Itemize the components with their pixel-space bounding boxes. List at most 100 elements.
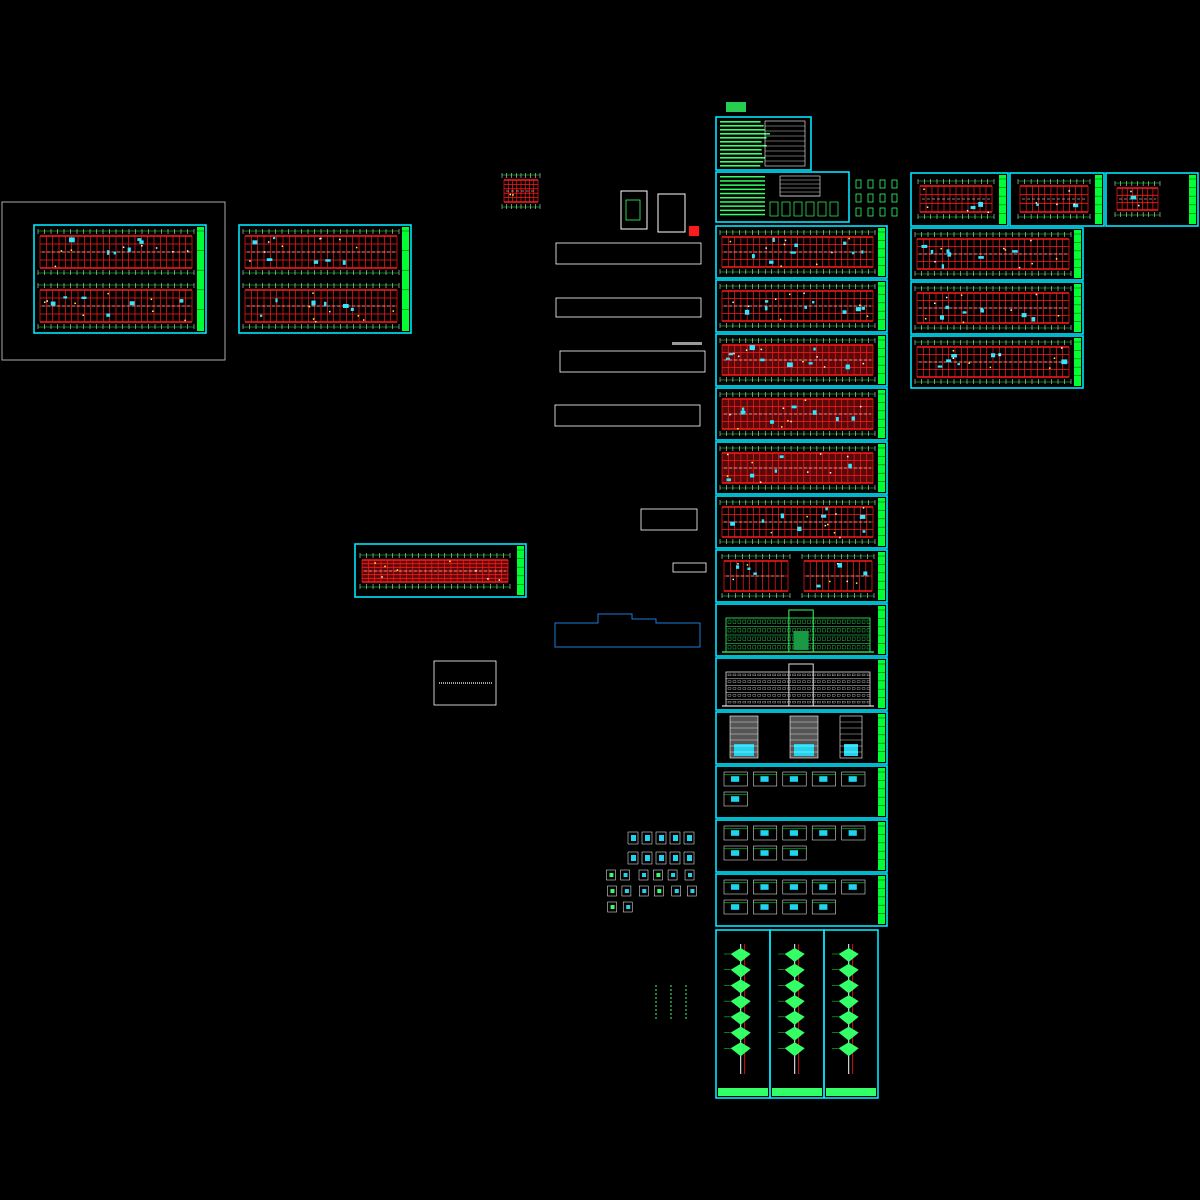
right-small-sheet-1 (910, 172, 1009, 227)
sheet-general-notes (715, 116, 812, 171)
overview-sheet-1 (33, 224, 207, 334)
foundation-sheet-border (354, 543, 527, 598)
elevation-sheet-1-title-block (878, 606, 885, 654)
main-plan-sheet-5-border (715, 441, 888, 495)
right-floor-plan-2 (914, 286, 1072, 330)
empty-viewport-6 (672, 562, 707, 573)
main-plan-sheet-roof-border (715, 549, 888, 603)
main-plan-sheet-3-border (715, 333, 888, 387)
overview-plan-2a (242, 229, 400, 275)
detail-block-cluster (606, 831, 697, 1020)
sheet-general-notes-border (715, 116, 812, 171)
tiny-sheet-2 (657, 193, 686, 233)
right-floor-plan-3 (914, 340, 1072, 384)
main-plan-sheet-4 (715, 387, 888, 441)
schedule-table (720, 175, 839, 217)
empty-viewport-5 (640, 508, 698, 531)
sheet-content-layer (37, 102, 1161, 1074)
scale-bar (672, 342, 702, 345)
roof-plan-right (801, 554, 875, 598)
main-floor-plan-4 (719, 392, 876, 436)
overview-plan-2b (242, 283, 400, 329)
wall-details-2 (723, 879, 866, 915)
main-plan-sheet-5 (715, 441, 888, 495)
tiny-sheet-1 (620, 190, 648, 230)
main-floor-plan-6 (719, 500, 876, 544)
rear-elevation (722, 663, 874, 707)
overview-outer-frame (1, 201, 226, 361)
right-plan-sheet-3-border (910, 335, 1084, 389)
sheet-schedule (715, 171, 850, 223)
right-plan-sheet-3 (910, 335, 1084, 389)
right-plan-sheet-2-title-block (1074, 284, 1081, 332)
main-plan-sheet-2 (715, 279, 888, 333)
tiny-red-block (689, 226, 699, 236)
stair-sheet-3 (823, 929, 879, 1099)
section-sheet (715, 765, 888, 819)
sheet-schedule-border (715, 171, 850, 223)
elevation-sheet-1 (715, 603, 888, 657)
detail-sheet-2-border (715, 873, 888, 927)
elevation-sheet-3-border (715, 711, 888, 765)
stair-section-1 (724, 944, 751, 1074)
main-plan-sheet-3-title-block (878, 336, 885, 384)
right-small-sheet-3-border (1105, 172, 1199, 227)
empty-viewport-2 (555, 297, 702, 318)
empty-viewport-1 (555, 242, 702, 265)
main-plan-sheet-1 (715, 225, 888, 279)
section-sheet-title-block (878, 768, 885, 816)
right-small-sheet-3 (1105, 172, 1199, 227)
main-plan-sheet-6-border (715, 495, 888, 549)
right-small-plan-2 (1017, 179, 1091, 219)
main-plan-sheet-2-title-block (878, 282, 885, 330)
empty-viewport-3 (559, 350, 706, 373)
side-elevations (729, 715, 863, 759)
main-plan-sheet-roof-title-block (878, 552, 885, 600)
main-plan-sheet-roof (715, 549, 888, 603)
general-notes-text (720, 102, 806, 167)
right-plan-sheet-1-title-block (1074, 230, 1081, 278)
right-small-plan-1 (917, 179, 995, 219)
detail-sheet-1-title-block (878, 822, 885, 870)
main-plan-sheet-1-border (715, 225, 888, 279)
main-plan-sheet-4-title-block (878, 390, 885, 438)
stair-title-block-1 (718, 1088, 768, 1096)
foundation-sheet (354, 543, 527, 598)
overview-sheet-1-border (33, 224, 207, 334)
stair-title-block-2 (772, 1088, 822, 1096)
main-floor-plan-3 (719, 338, 876, 382)
overview-plan-1b (37, 283, 195, 329)
right-small-plan-3 (1114, 181, 1161, 217)
elevation-sheet-1-border (715, 603, 888, 657)
overview-sheet-2-title-block (402, 227, 409, 331)
main-plan-sheet-2-border (715, 279, 888, 333)
right-plan-sheet-2 (910, 281, 1084, 335)
right-plan-sheet-2-border (910, 281, 1084, 335)
right-small-sheet-2-border (1009, 172, 1105, 227)
main-plan-sheet-6 (715, 495, 888, 549)
small-grid-plan (501, 173, 541, 209)
loose-blocks-layer (433, 179, 898, 1020)
main-plan-sheet-3 (715, 333, 888, 387)
right-small-sheet-2-title-block (1095, 175, 1102, 224)
tiny-sheet-1-content (625, 199, 641, 221)
foundation-plan (359, 553, 511, 589)
detail-sheet-2-title-block (878, 876, 885, 924)
right-small-sheet-1-title-block (999, 175, 1006, 224)
door-symbol-blocks (855, 179, 898, 217)
elevation-sheet-3 (715, 711, 888, 765)
main-floor-plan-5 (719, 446, 876, 490)
main-floor-plan-2 (719, 284, 876, 328)
right-small-sheet-3-title-block (1189, 175, 1196, 224)
elevation-sheet-2 (715, 657, 888, 711)
main-plan-sheet-6-title-block (878, 498, 885, 546)
detail-sheet-2 (715, 873, 888, 927)
main-plan-sheet-4-border (715, 387, 888, 441)
front-elevation (722, 609, 874, 653)
wall-details-1 (723, 825, 866, 861)
detail-sheet-1-border (715, 819, 888, 873)
detail-sheet-1 (715, 819, 888, 873)
stair-sheet-3-border (823, 929, 879, 1099)
